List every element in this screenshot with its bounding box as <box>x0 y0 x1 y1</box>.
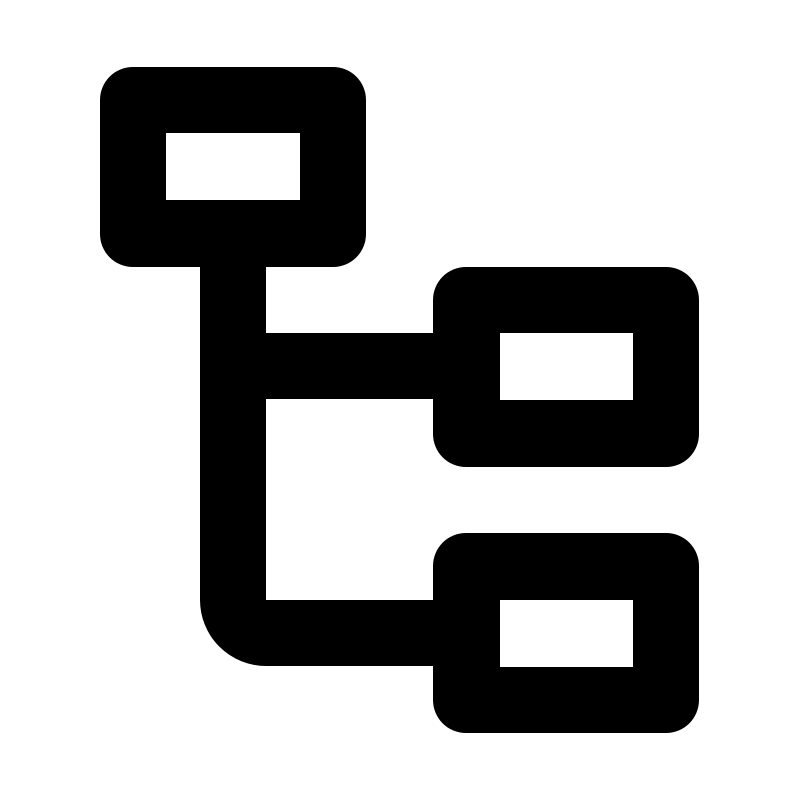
root-node-hole <box>166 133 300 200</box>
child-node-1 <box>433 267 699 467</box>
child-node-1-hole <box>500 333 633 400</box>
tree-connector-trunk <box>200 267 433 666</box>
root-node <box>100 67 366 267</box>
child-node-2 <box>433 533 699 733</box>
child-node-2-hole <box>500 600 633 667</box>
